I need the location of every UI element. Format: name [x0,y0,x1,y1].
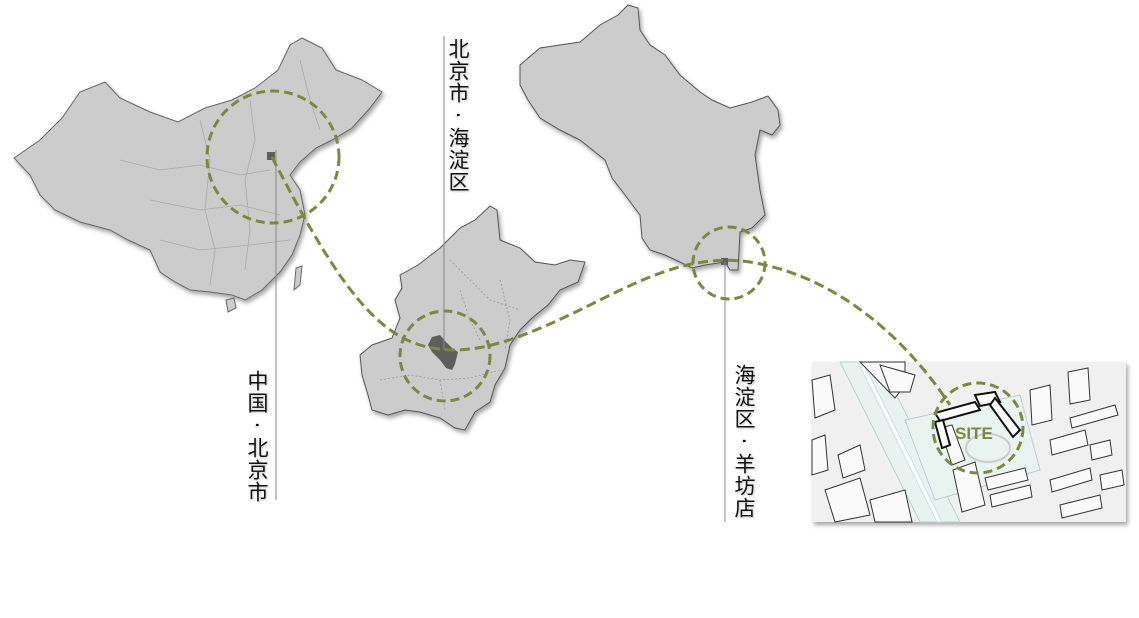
label-beijing-haidian: 北京市 · 海淀区 [446,38,470,194]
beijing-marker [267,152,275,160]
yangfangdian-marker [721,258,728,265]
haidian-map [519,4,781,271]
label-china-beijing: 中国 · 北京市 [245,370,269,504]
focus-circle-site [931,381,1025,475]
haidian-highlight [428,335,458,370]
beijing-map [359,205,586,431]
focus-circle-china [205,89,341,225]
focus-circle-beijing [398,309,492,403]
site-inset [811,361,1126,523]
label-haidian-yangfangdian: 海淀区 · 羊坊店 [732,364,756,520]
location-path [270,156,952,406]
site-building [933,390,1022,450]
site-label: SITE [955,424,993,443]
china-map [13,37,383,313]
